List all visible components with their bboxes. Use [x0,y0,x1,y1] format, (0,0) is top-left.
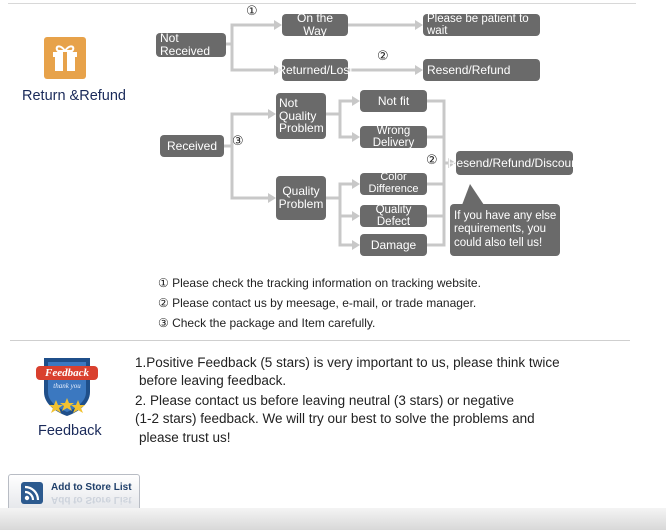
feedback-line-1: 1.Positive Feedback (5 stars) is very im… [135,355,560,370]
wrong-delivery-box: Wrong Delivery [360,125,427,149]
step-3-marker: ③ [232,134,244,149]
resend-refund-discount-box: Resend/Refund/Discount [448,151,581,175]
return-refund-label: Return &Refund [22,88,126,104]
quality-problem-box: Quality Problem [276,176,326,220]
gift-box-icon [44,37,86,79]
feedback-line-4: (1-2 stars) feedback. We will try our be… [135,411,535,426]
not-received-box: Not Received [156,32,226,57]
bottom-strip [0,508,666,530]
step-2-marker-right: ② [426,153,438,168]
note-line-2: ② Please contact us by meesage, e-mail, … [158,296,477,310]
please-wait-box: Please be patient to wait [423,13,540,37]
add-to-store-list-button[interactable]: Add to Store List Add to Store List [8,474,140,512]
note-line-1: ① Please check the tracking information … [158,276,481,290]
feedback-badge-text: Feedback [45,367,89,379]
quality-defect-box: Quality Defect [360,204,427,228]
callout-box: If you have any else requirements, you c… [450,204,560,256]
received-box: Received [160,135,224,157]
not-quality-problem-box: Not Quality Problem [276,93,326,139]
step-2-marker: ② [377,49,389,64]
top-divider [8,3,636,4]
on-the-way-box: On the Way [282,12,348,37]
color-difference-box: Color Difference [360,172,427,195]
damage-box: Damage [360,234,427,256]
add-to-store-list-label: Add to Store List [51,482,132,493]
feedback-line-3: 2. Please contact us before leaving neut… [135,393,514,408]
step-1-marker: ① [246,4,258,19]
feedback-badge-subtext: thank you [53,382,81,390]
note-line-3: ③ Check the package and Item carefully. [158,316,376,330]
not-fit-box: Not fit [360,90,427,112]
feedback-line-2: before leaving feedback. [139,373,287,388]
returned-lost-box: Returned/Lost [277,59,353,81]
section-divider [10,340,630,341]
add-to-store-list-reflection: Add to Store List [51,494,132,505]
resend-refund-box: Resend/Refund [423,59,540,81]
feedback-line-5: please trust us! [139,430,231,445]
rss-icon [21,482,43,504]
feedback-label: Feedback [38,423,102,439]
feedback-badge-icon: Feedback thank you [34,352,100,418]
